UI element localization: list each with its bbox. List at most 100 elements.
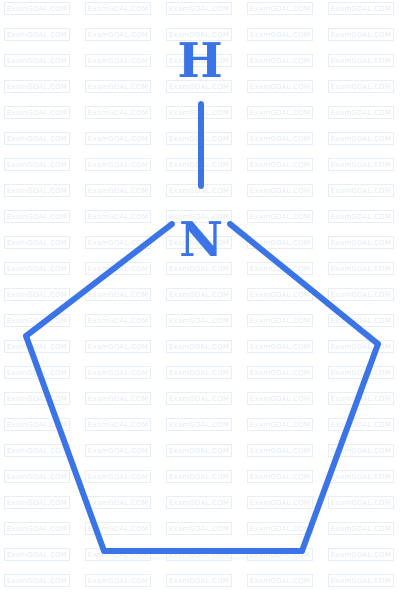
watermark-tile: ExamGOAL.COM: [328, 288, 394, 301]
watermark-tile: ExamGOAL.COM: [4, 54, 70, 67]
watermark-tile: ExamGOAL.COM: [4, 340, 70, 353]
watermark-tile: ExamGOAL.COM: [85, 392, 151, 405]
watermark-tile: ExamGOAL.COM: [166, 2, 232, 15]
watermark-tile: ExamGOAL.COM: [328, 132, 394, 145]
watermark-tile: ExamGOAL.COM: [166, 366, 232, 379]
watermark-tile: ExamGOAL.COM: [4, 2, 70, 15]
watermark-tile: ExamGOAL.COM: [4, 522, 70, 535]
watermark-tile: ExamGOAL.COM: [85, 444, 151, 457]
watermark-tile: ExamGOAL.COM: [85, 314, 151, 327]
watermark-tile: ExamGOAL.COM: [328, 496, 394, 509]
watermark-tile: ExamGOAL.COM: [85, 28, 151, 41]
watermark-tile: ExamGOAL.COM: [85, 418, 151, 431]
watermark-tile: ExamGOAL.COM: [4, 106, 70, 119]
watermark-tile: ExamGOAL.COM: [247, 574, 313, 587]
watermark-tile: ExamGOAL.COM: [166, 236, 232, 249]
watermark-tile: ExamGOAL.COM: [247, 158, 313, 171]
ring-bond-right-side: [299, 341, 381, 554]
ring-bond-left-side: [23, 333, 107, 554]
watermark-tile: ExamGOAL.COM: [4, 392, 70, 405]
watermark-tile: ExamGOAL.COM: [328, 80, 394, 93]
nitrogen-atom-label: N: [179, 212, 223, 268]
watermark-tile: ExamGOAL.COM: [247, 418, 313, 431]
watermark-tile: ExamGOAL.COM: [85, 288, 151, 301]
watermark-tile: ExamGOAL.COM: [166, 574, 232, 587]
watermark-tile: ExamGOAL.COM: [247, 496, 313, 509]
watermark-tile: ExamGOAL.COM: [247, 392, 313, 405]
watermark-tile: ExamGOAL.COM: [4, 496, 70, 509]
watermark-tile: ExamGOAL.COM: [85, 574, 151, 587]
watermark-tile: ExamGOAL.COM: [328, 158, 394, 171]
watermark-tile: ExamGOAL.COM: [4, 262, 70, 275]
watermark-tile: ExamGOAL.COM: [85, 184, 151, 197]
watermark-tile: ExamGOAL.COM: [166, 392, 232, 405]
watermark-tile: ExamGOAL.COM: [247, 54, 313, 67]
watermark-tile: ExamGOAL.COM: [166, 314, 232, 327]
watermark-tile: ExamGOAL.COM: [247, 184, 313, 197]
watermark-tile: ExamGOAL.COM: [166, 288, 232, 301]
watermark-tile: ExamGOAL.COM: [166, 262, 232, 275]
watermark-tile: ExamGOAL.COM: [85, 522, 151, 535]
watermark-tile: ExamGOAL.COM: [4, 236, 70, 249]
watermark-tile: ExamGOAL.COM: [166, 28, 232, 41]
watermark-tile: ExamGOAL.COM: [85, 366, 151, 379]
watermark-tile: ExamGOAL.COM: [328, 210, 394, 223]
watermark-tile: ExamGOAL.COM: [166, 210, 232, 223]
watermark-tile: ExamGOAL.COM: [4, 80, 70, 93]
watermark-tile: ExamGOAL.COM: [328, 2, 394, 15]
watermark-tile: ExamGOAL.COM: [166, 444, 232, 457]
watermark-tile: ExamGOAL.COM: [247, 2, 313, 15]
watermark-tile: ExamGOAL.COM: [85, 210, 151, 223]
watermark-tile: ExamGOAL.COM: [4, 210, 70, 223]
watermark-tile: ExamGOAL.COM: [328, 366, 394, 379]
watermark-tile: ExamGOAL.COM: [328, 574, 394, 587]
watermark-tile: ExamGOAL.COM: [4, 548, 70, 561]
watermark-tile: ExamGOAL.COM: [247, 314, 313, 327]
watermark-tile: ExamGOAL.COM: [247, 444, 313, 457]
watermark-tile: ExamGOAL.COM: [247, 28, 313, 41]
watermark-tile: ExamGOAL.COM: [247, 236, 313, 249]
watermark-tile: ExamGOAL.COM: [328, 106, 394, 119]
watermark-tile: ExamGOAL.COM: [328, 444, 394, 457]
ring-bond-n-left: [23, 221, 175, 339]
watermark-tile: ExamGOAL.COM: [166, 418, 232, 431]
watermark-tile: ExamGOAL.COM: [85, 54, 151, 67]
watermark-tile: ExamGOAL.COM: [85, 132, 151, 145]
watermark-tile: ExamGOAL.COM: [247, 106, 313, 119]
watermark-tile: ExamGOAL.COM: [328, 54, 394, 67]
watermark-tile: ExamGOAL.COM: [85, 470, 151, 483]
watermark-tile: ExamGOAL.COM: [166, 340, 232, 353]
watermark-tile: ExamGOAL.COM: [328, 522, 394, 535]
watermark-tile: ExamGOAL.COM: [328, 262, 394, 275]
watermark-tile: ExamGOAL.COM: [166, 80, 232, 93]
watermark-tile: ExamGOAL.COM: [85, 106, 151, 119]
ring-bond-n-right: [227, 221, 381, 347]
watermark-tile: ExamGOAL.COM: [247, 340, 313, 353]
watermark-tile: ExamGOAL.COM: [328, 418, 394, 431]
watermark-tile: ExamGOAL.COM: [85, 80, 151, 93]
hydrogen-atom-label: H: [177, 33, 222, 89]
watermark-tile: ExamGOAL.COM: [247, 366, 313, 379]
watermark-tile: ExamGOAL.COM: [4, 288, 70, 301]
watermark-tile: ExamGOAL.COM: [166, 522, 232, 535]
watermark-tile: ExamGOAL.COM: [85, 158, 151, 171]
watermark-tile: ExamGOAL.COM: [4, 28, 70, 41]
watermark-tile: ExamGOAL.COM: [247, 210, 313, 223]
watermark-tile: ExamGOAL.COM: [4, 184, 70, 197]
watermark-tile: ExamGOAL.COM: [85, 340, 151, 353]
watermark-tile: ExamGOAL.COM: [4, 158, 70, 171]
watermark-tile: ExamGOAL.COM: [328, 236, 394, 249]
watermark-tile: ExamGOAL.COM: [85, 2, 151, 15]
watermark-tile: ExamGOAL.COM: [166, 470, 232, 483]
watermark-tile: ExamGOAL.COM: [4, 132, 70, 145]
watermark-tile: ExamGOAL.COM: [247, 470, 313, 483]
watermark-tile: ExamGOAL.COM: [328, 184, 394, 197]
watermark-tile: ExamGOAL.COM: [328, 548, 394, 561]
watermark-tile: ExamGOAL.COM: [328, 340, 394, 353]
watermark-tile: ExamGOAL.COM: [166, 496, 232, 509]
watermark-tile: ExamGOAL.COM: [4, 470, 70, 483]
watermark-tile: ExamGOAL.COM: [328, 28, 394, 41]
watermark-tile: ExamGOAL.COM: [166, 54, 232, 67]
